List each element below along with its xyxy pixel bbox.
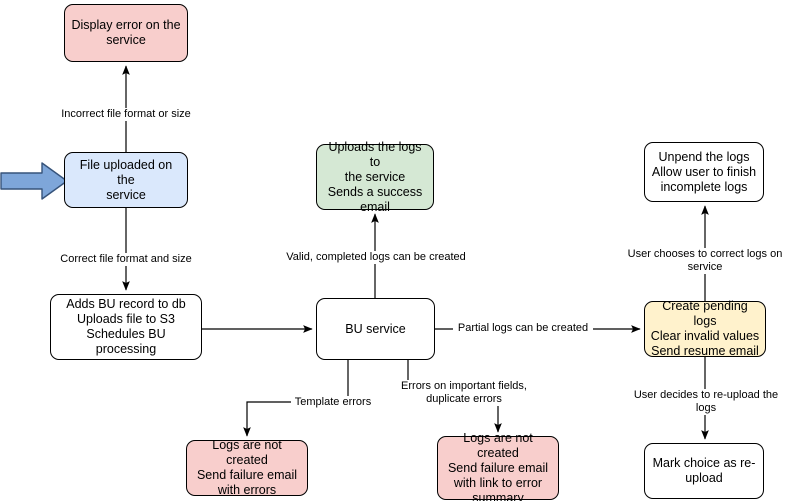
node-display-error[interactable]: Display error on the service: [64, 4, 188, 62]
node-mark-choice-as-re-upload[interactable]: Mark choice as re- upload: [644, 443, 764, 499]
edge-label-errors-on-important-fields: Errors on important fields, duplicate er…: [393, 380, 535, 406]
node-unpend-the-logs[interactable]: Unpend the logs Allow user to finish inc…: [644, 142, 764, 202]
edge-label-partial-logs: Partial logs can be created: [453, 322, 593, 335]
edge-label-user-chooses-to-correct-logs: User chooses to correct logs on service: [607, 248, 801, 274]
node-adds-bu-record[interactable]: Adds BU record to db Uploads file to S3 …: [50, 294, 202, 360]
input-arrow-icon: [0, 162, 68, 200]
edge-label-valid-completed-logs: Valid, completed logs can be created: [278, 251, 474, 264]
node-create-pending-logs[interactable]: Create pending logs Clear invalid values…: [644, 299, 766, 358]
node-uploads-the-logs[interactable]: Uploads the logs to the service Sends a …: [316, 140, 434, 214]
node-logs-not-created-error-summary[interactable]: Logs are not created Send failure email …: [437, 431, 559, 501]
node-file-uploaded-on-the-service[interactable]: File uploaded on the service: [64, 152, 188, 208]
edge-label-correct-file-format: Correct file format and size: [53, 253, 199, 266]
edge-label-template-errors: Template errors: [291, 396, 375, 409]
node-bu-service[interactable]: BU service: [316, 298, 435, 360]
edge-label-user-decides-to-reupload: User decides to re-upload the logs: [623, 389, 789, 415]
node-logs-not-created-template-errors[interactable]: Logs are not created Send failure email …: [186, 438, 308, 497]
edge-label-incorrect-file-format: Incorrect file format or size: [53, 108, 199, 121]
